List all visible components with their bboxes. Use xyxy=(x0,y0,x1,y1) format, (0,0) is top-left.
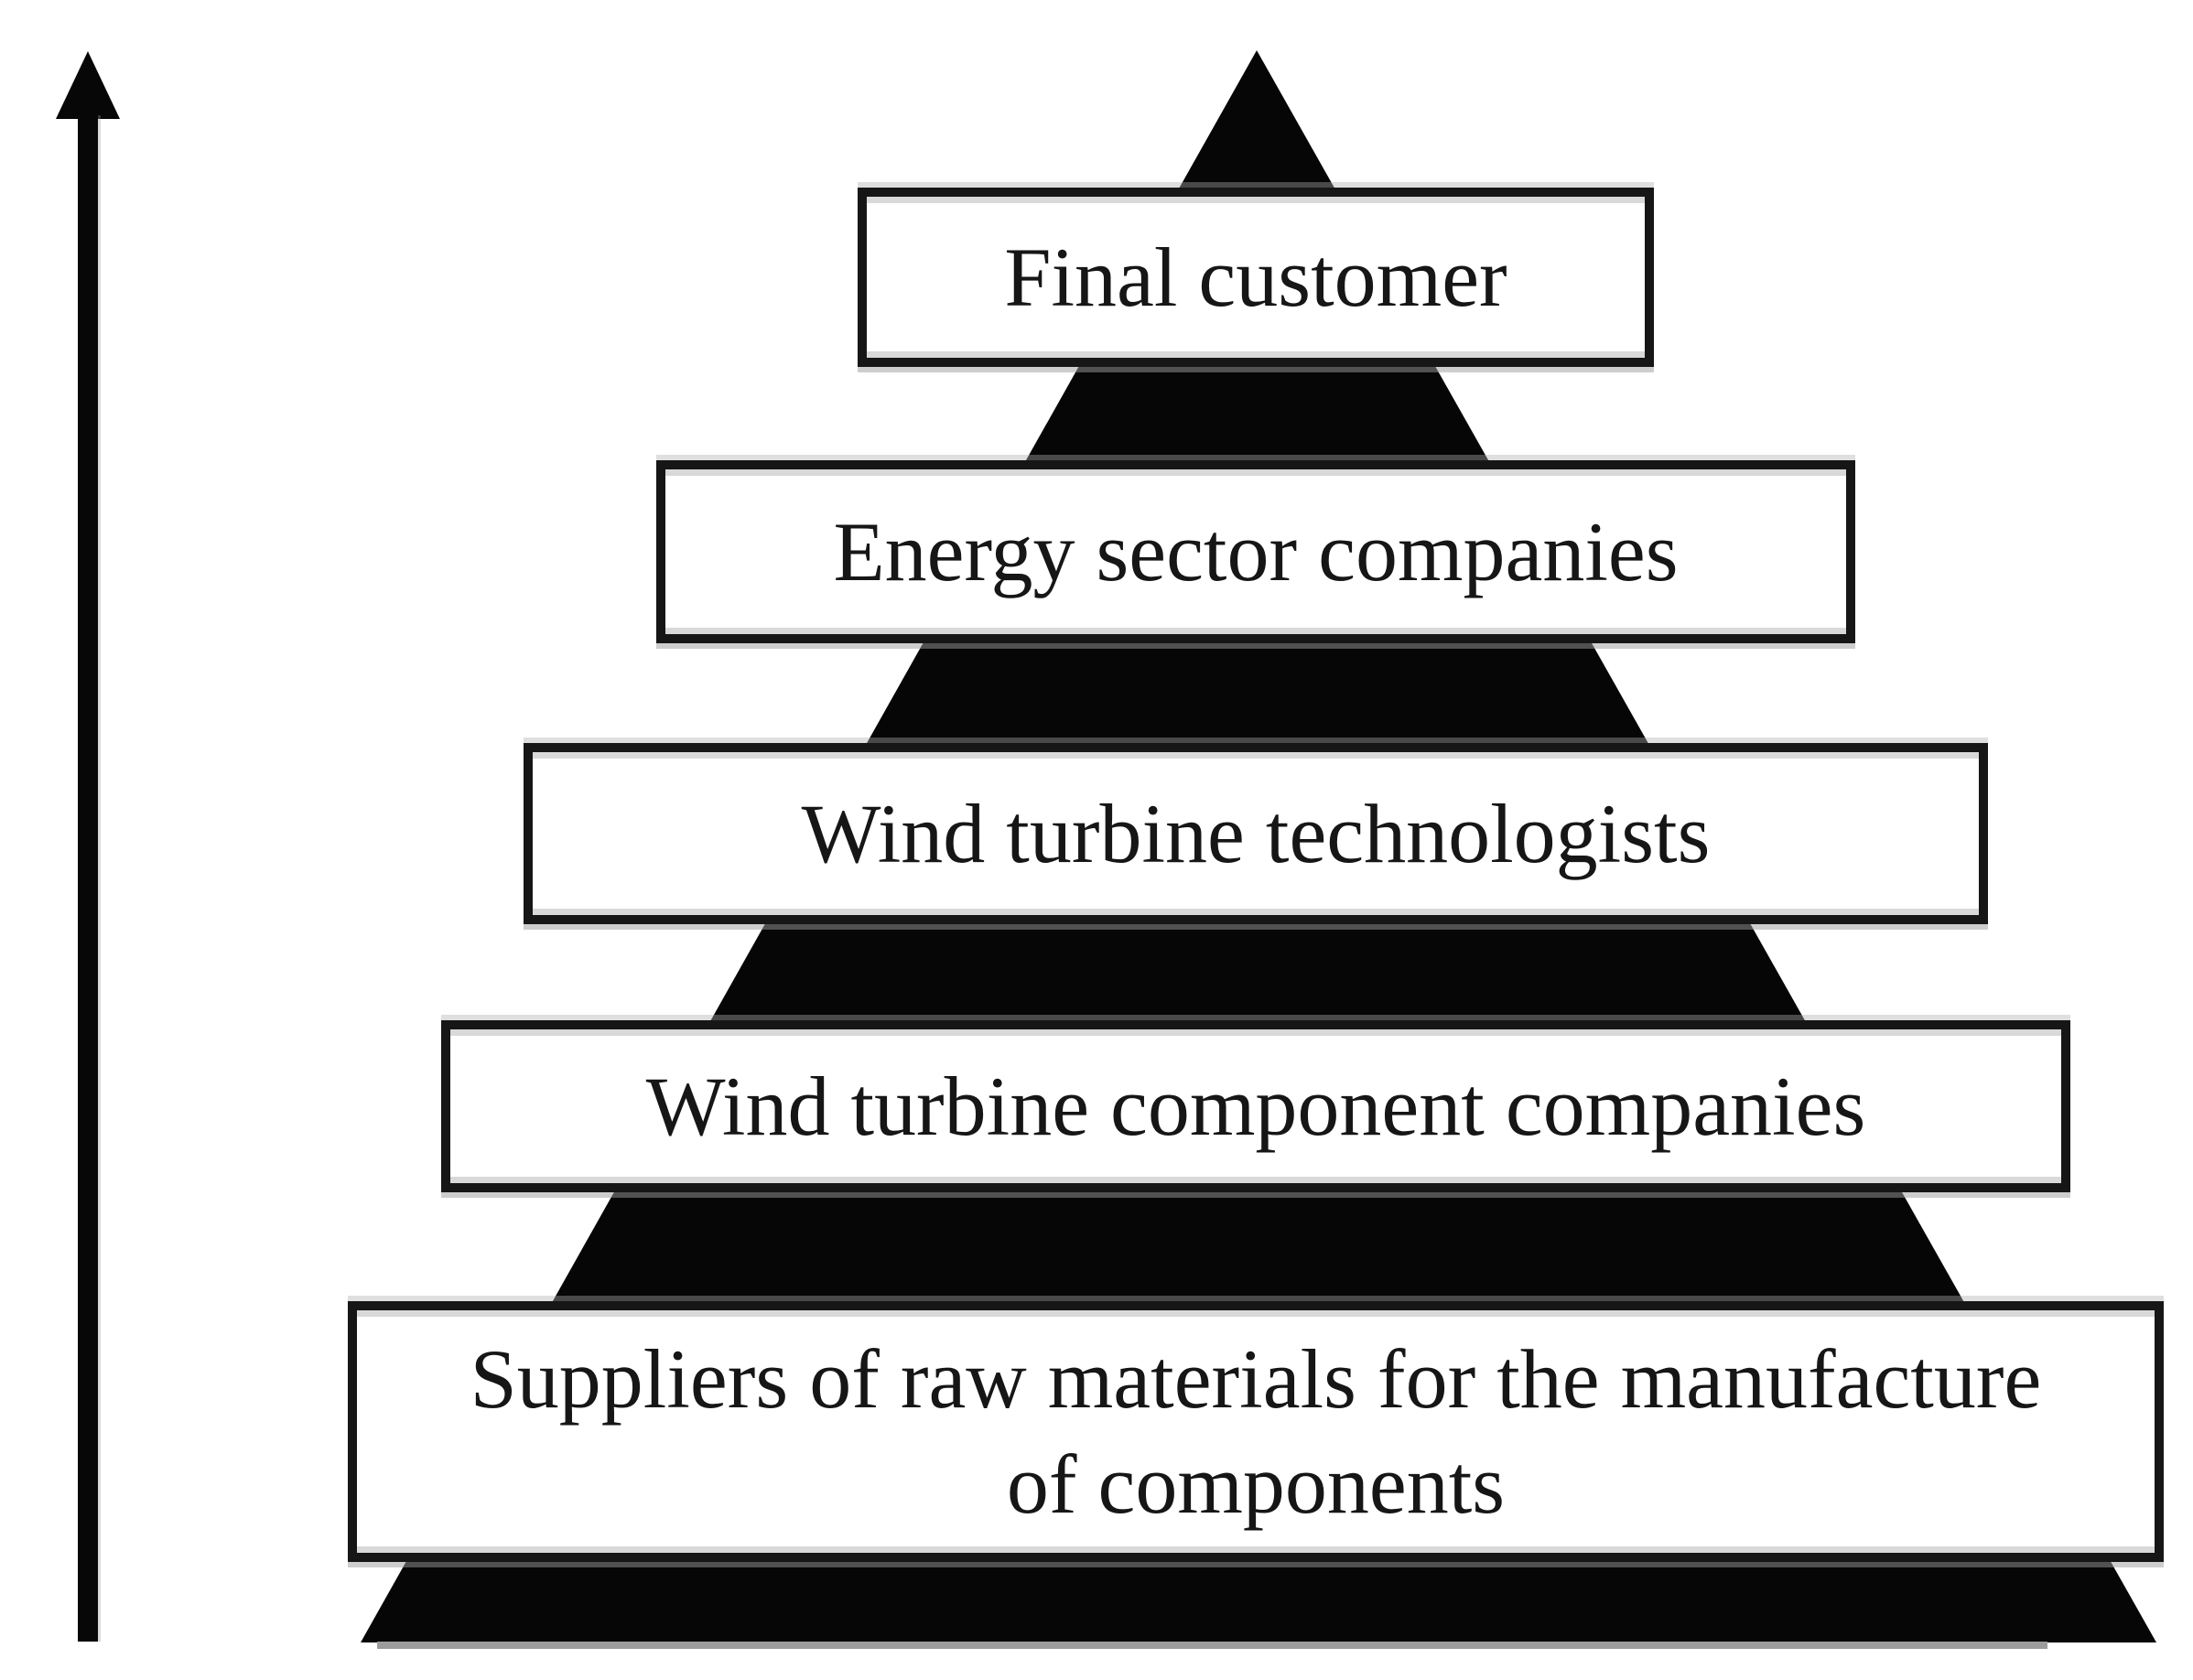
level-box-wind-turbine-component-companies: Wind turbine component companies xyxy=(441,1020,2070,1192)
level-box-raw-material-suppliers: Suppliers of raw materials for the manuf… xyxy=(348,1301,2164,1562)
level-label: Wind turbine component companies xyxy=(645,1059,1866,1153)
up-arrow-shaft xyxy=(78,115,98,1642)
level-label: Energy sector companies xyxy=(833,504,1679,598)
level-label: Wind turbine technologists xyxy=(801,786,1711,880)
level-label: Suppliers of raw materials for the manuf… xyxy=(470,1331,2042,1531)
pyramid-base-shadow xyxy=(377,1642,2047,1649)
level-box-final-customer: Final customer xyxy=(858,188,1654,367)
level-label: Final customer xyxy=(1004,230,1507,324)
up-arrow-head xyxy=(56,51,120,119)
level-box-energy-sector-companies: Energy sector companies xyxy=(656,460,1855,643)
level-box-wind-turbine-technologists: Wind turbine technologists xyxy=(524,743,1988,924)
